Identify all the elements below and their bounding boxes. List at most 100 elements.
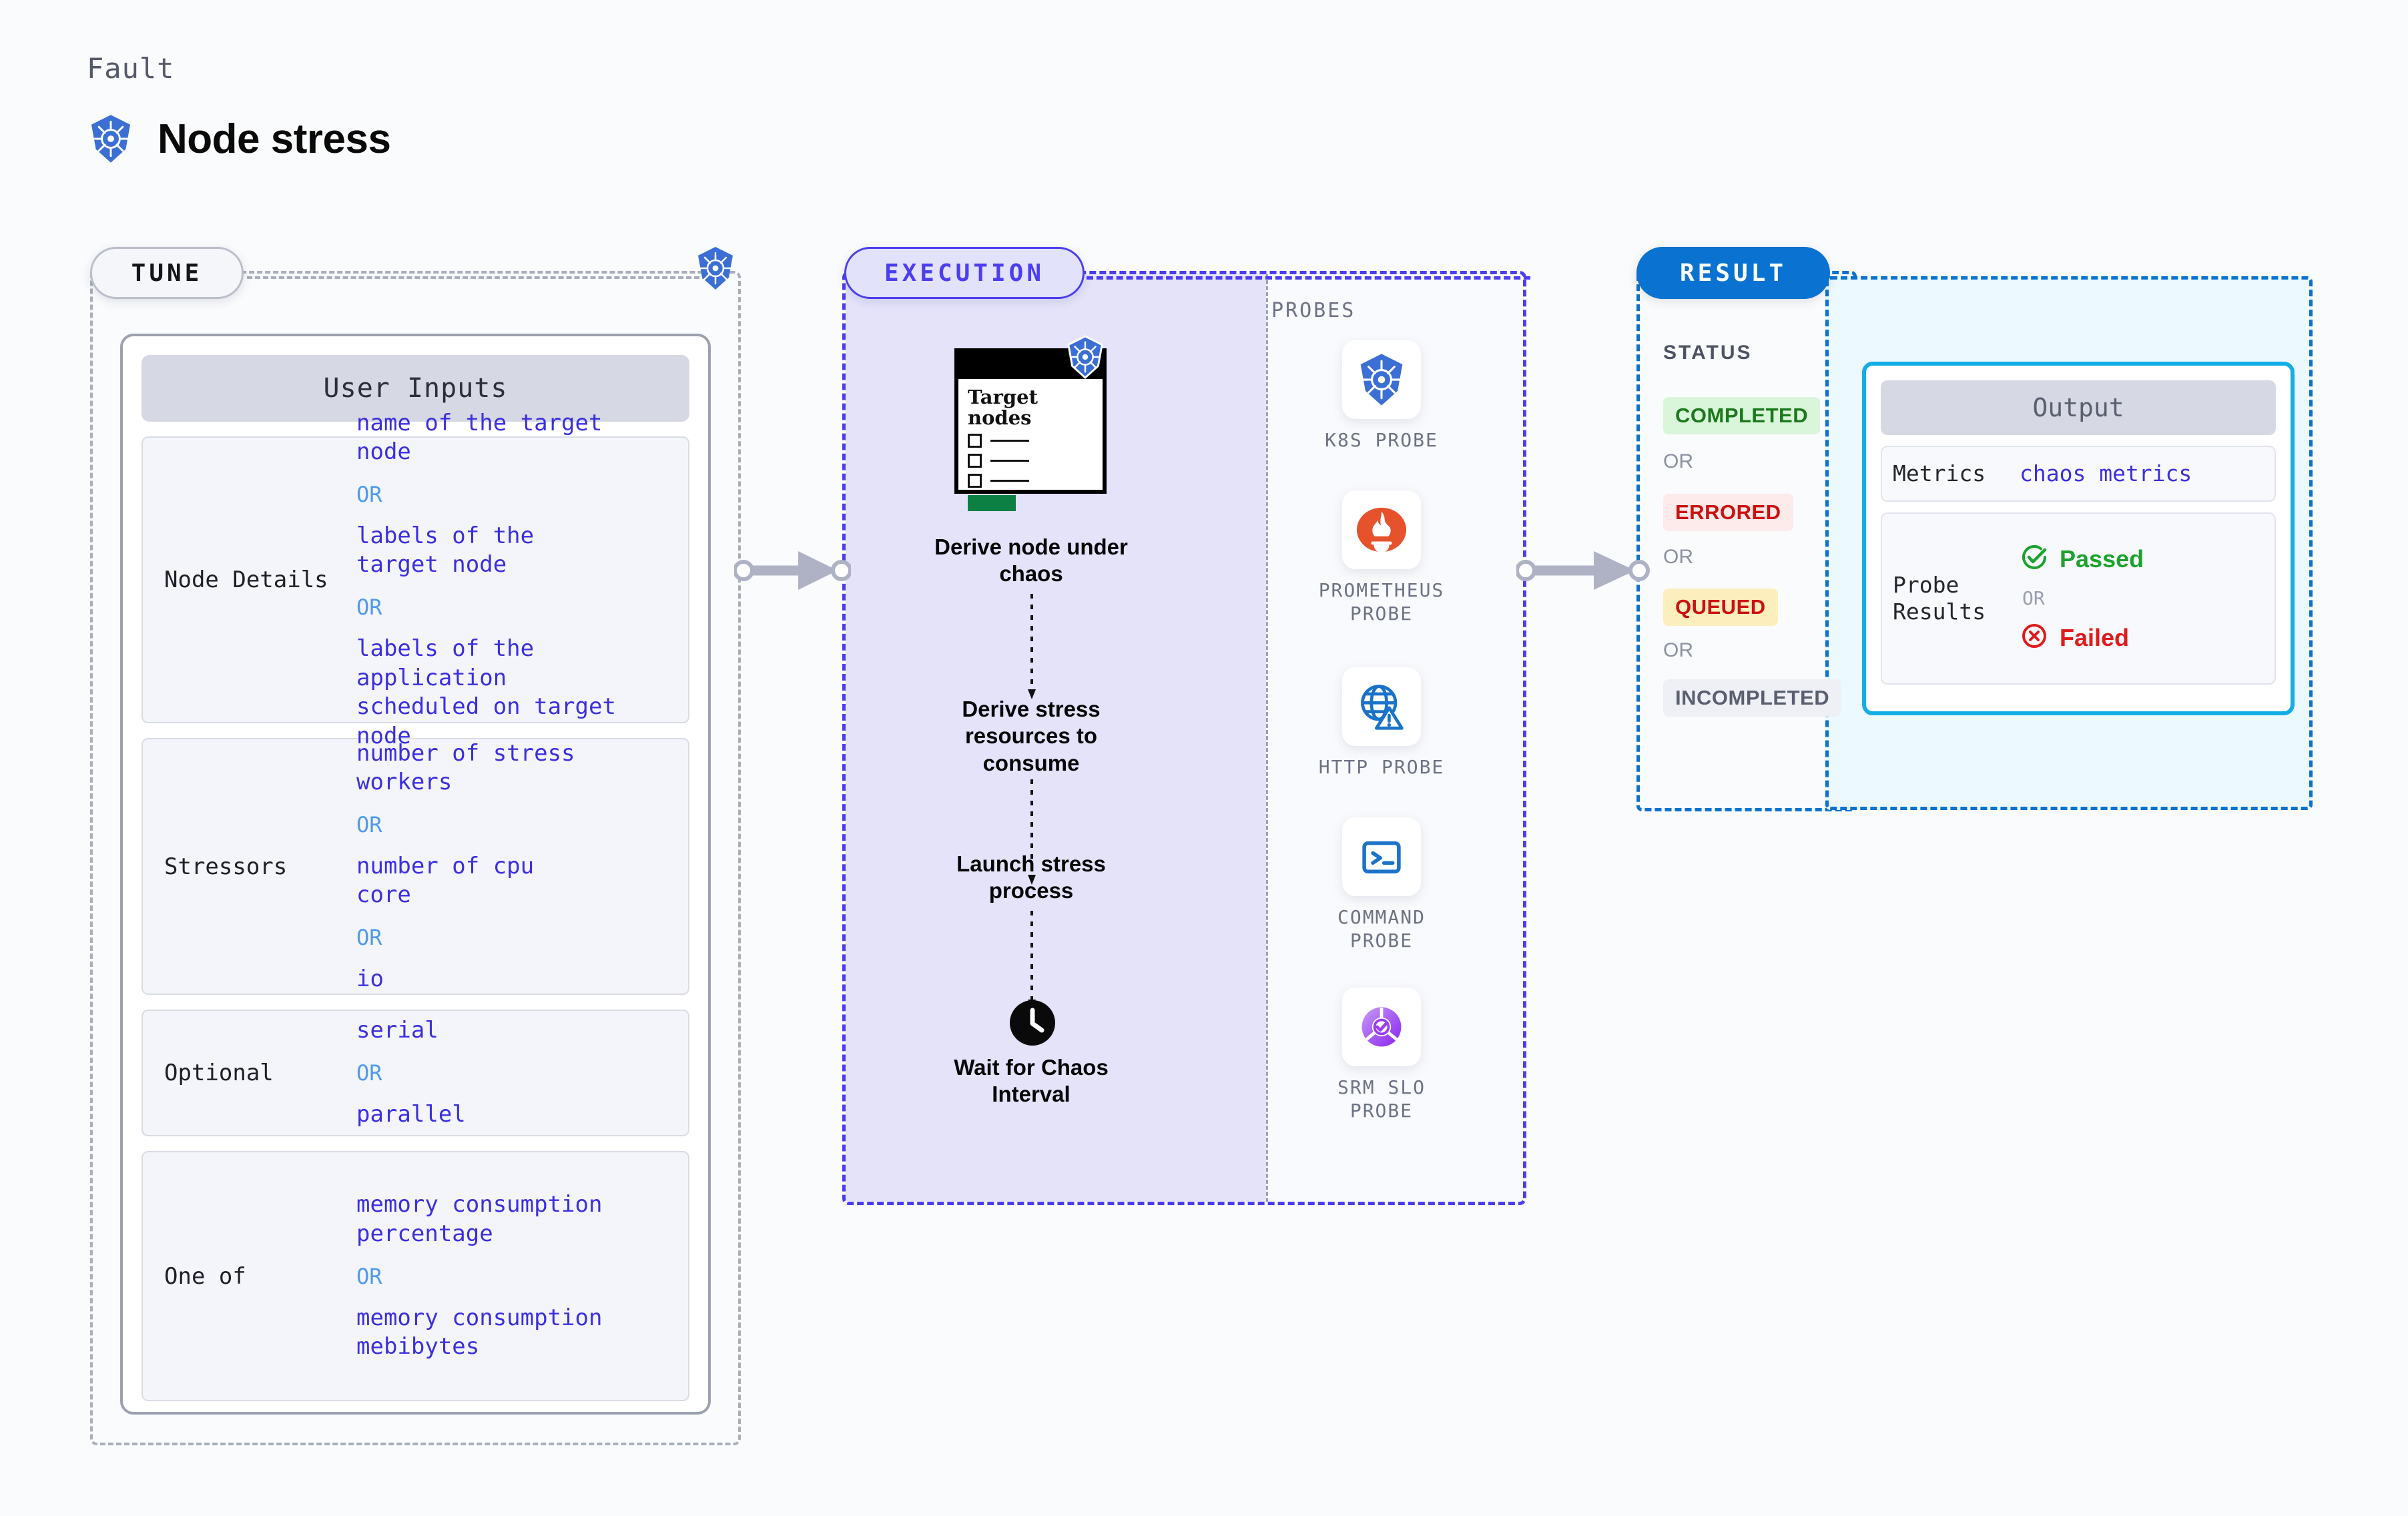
probe-prometheus[interactable]: PROMETHEUS PROBE <box>1301 490 1462 625</box>
flow-step-label: Launch stress process <box>956 851 1106 903</box>
status-badge-incompleted: INCOMPLETED <box>1663 679 1842 717</box>
input-values: number of stress workers OR number of cp… <box>356 739 675 994</box>
list-item <box>968 474 1093 488</box>
card-body: Target nodes <box>958 379 1103 519</box>
status-title: STATUS <box>1663 342 1753 364</box>
progress-bar <box>968 495 1016 512</box>
or-separator: OR <box>356 595 382 620</box>
checkbox-icon <box>968 474 982 488</box>
status-badge-completed: COMPLETED <box>1663 397 1821 434</box>
flow-step-label: Wait for Chaos Interval <box>954 1055 1109 1107</box>
probe-k8s[interactable]: K8S PROBE <box>1301 340 1462 452</box>
or-separator: OR <box>356 481 382 507</box>
tune-badge[interactable]: TUNE <box>90 247 244 299</box>
output-card: Output Metrics chaos metrics Probe Resul… <box>1862 362 2295 715</box>
clock-icon <box>1009 1000 1056 1050</box>
kubernetes-icon <box>1065 335 1106 382</box>
line-placeholder <box>990 480 1029 482</box>
metrics-value: chaos metrics <box>2020 460 2192 487</box>
or-separator: OR <box>356 1263 382 1289</box>
prometheus-icon <box>1342 490 1421 569</box>
user-inputs-card: User Inputs Node Details name of the tar… <box>120 334 711 1415</box>
input-block-optional: Optional serial OR parallel <box>141 1010 689 1136</box>
kubernetes-icon <box>694 246 737 294</box>
flow-arrow <box>1026 911 1037 1014</box>
list-item <box>968 434 1093 448</box>
or-separator: OR <box>1663 450 1693 472</box>
input-value: parallel <box>356 1101 466 1128</box>
probe-label: K8S PROBE <box>1325 429 1438 451</box>
or-separator: OR <box>2022 587 2045 610</box>
input-value: serial <box>356 1017 438 1044</box>
probe-command[interactable]: COMMAND PROBE <box>1301 817 1462 952</box>
execution-connector-line <box>1087 276 1530 280</box>
kubernetes-icon <box>87 113 135 164</box>
checkbox-icon <box>968 454 982 468</box>
or-separator: OR <box>1663 639 1693 661</box>
slo-donut-check-icon <box>1342 988 1421 1066</box>
input-label: Node Details <box>164 566 328 593</box>
probe-label: SRM SLO PROBE <box>1337 1076 1426 1122</box>
output-probe-results-row: Probe Results Passed OR <box>1881 512 2276 685</box>
probe-http[interactable]: HTTP PROBE <box>1301 667 1462 779</box>
flow-arrow <box>1026 594 1037 704</box>
probe-results-label: Probe Results <box>1893 572 1986 625</box>
input-values: name of the target node OR labels of the… <box>356 409 675 751</box>
flow-step-label: Derive stress resources to consume <box>962 697 1101 775</box>
probe-label: HTTP PROBE <box>1318 756 1445 778</box>
input-values: serial OR parallel <box>356 1016 675 1129</box>
output-metrics-row: Metrics chaos metrics <box>1881 446 2276 502</box>
input-label: Optional <box>164 1060 274 1086</box>
input-value: number of cpu core <box>356 852 535 909</box>
probe-result-passed: Passed <box>2020 542 2144 575</box>
probe-label: COMMAND PROBE <box>1337 906 1426 952</box>
input-block-one-of: One of memory consumption percentage OR … <box>141 1151 689 1401</box>
input-label: Stressors <box>164 853 288 880</box>
or-separator: OR <box>1663 546 1693 568</box>
input-value: io <box>356 965 384 992</box>
or-separator: OR <box>356 1060 382 1086</box>
input-block-stressors: Stressors number of stress workers OR nu… <box>141 738 689 995</box>
checkbox-icon <box>968 434 982 448</box>
input-value: memory consumption percentage <box>356 1191 603 1247</box>
input-values: memory consumption percentage OR memory … <box>356 1190 675 1361</box>
input-value: number of stress workers <box>356 739 575 796</box>
probe-result-passed-label: Passed <box>2060 544 2144 573</box>
flow-step-label: Derive node under chaos <box>934 534 1128 587</box>
output-title: Output <box>1881 380 2276 435</box>
arrow-tune-to-execution <box>733 546 852 599</box>
target-nodes-title: Target nodes <box>968 386 1038 429</box>
probe-srm-slo[interactable]: SRM SLO PROBE <box>1301 988 1462 1122</box>
line-placeholder <box>990 460 1029 462</box>
kubernetes-icon <box>1342 340 1421 419</box>
tune-connector-line <box>247 276 707 279</box>
status-badge-errored: ERRORED <box>1663 494 1793 531</box>
input-value: labels of the application scheduled on t… <box>356 635 616 749</box>
list-item <box>968 454 1093 468</box>
or-separator: OR <box>356 924 382 950</box>
probe-result-failed: Failed <box>2020 621 2144 654</box>
user-inputs-title: User Inputs <box>141 355 689 422</box>
fault-title-row: Node stress <box>87 113 391 164</box>
arrow-execution-to-result <box>1515 546 1650 599</box>
input-value: name of the target node <box>356 409 603 466</box>
flow-arrow <box>1026 779 1037 889</box>
input-label: One of <box>164 1262 246 1290</box>
input-value: labels of the target node <box>356 522 535 579</box>
metrics-label: Metrics <box>1893 460 1986 486</box>
probe-results-values: Passed OR Failed <box>2020 542 2144 654</box>
result-badge[interactable]: RESULT <box>1636 247 1830 299</box>
execution-badge[interactable]: EXECUTION <box>844 247 1085 299</box>
check-circle-icon <box>2020 542 2049 575</box>
fault-eyebrow: Fault <box>87 52 175 85</box>
globe-warning-icon <box>1342 667 1421 746</box>
x-circle-icon <box>2020 621 2049 654</box>
input-value: memory consumption mebibytes <box>356 1304 603 1361</box>
probe-result-failed-label: Failed <box>2060 623 2130 651</box>
terminal-icon <box>1342 817 1421 896</box>
status-badge-queued: QUEUED <box>1663 589 1778 626</box>
probes-title: PROBES <box>1271 299 1356 322</box>
or-separator: OR <box>356 811 382 837</box>
input-block-node-details: Node Details name of the target node OR … <box>141 410 689 749</box>
